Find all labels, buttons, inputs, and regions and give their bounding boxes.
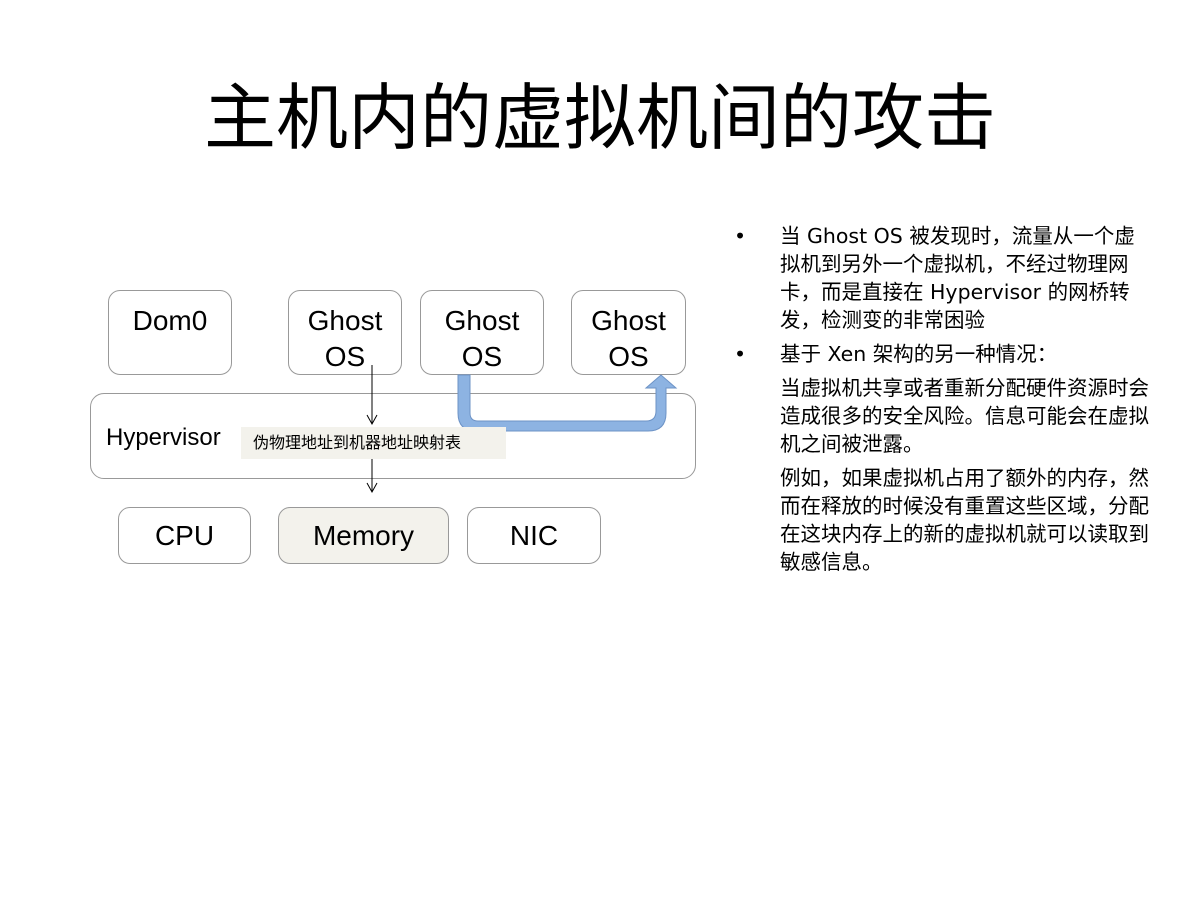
ghost-os-label: Ghost OS <box>307 305 383 372</box>
memory-box: Memory <box>278 507 449 564</box>
hypervisor-label: Hypervisor <box>106 424 221 451</box>
vm-to-vm-flow-arrow <box>457 374 678 432</box>
cpu-box: CPU <box>118 507 251 564</box>
bullet-list: • 当 Ghost OS 被发现时，流量从一个虚拟机到另外一个虚拟机，不经过物理网… <box>730 222 1150 576</box>
memory-label: Memory <box>312 519 415 551</box>
dom0-label: Dom0 <box>132 305 208 336</box>
slide-title: 主机内的虚拟机间的攻击 <box>203 76 996 160</box>
bullet-text: 当 Ghost OS 被发现时，流量从一个虚拟机到另外一个虚拟机，不经过物理网卡… <box>780 224 1135 332</box>
nic-label: NIC <box>509 519 559 551</box>
ghost-os-box-2: Ghost OS <box>420 290 544 375</box>
cpu-label: CPU <box>154 519 215 551</box>
ghost-os-box-3: Ghost OS <box>571 290 686 375</box>
bullet-item: • 当 Ghost OS 被发现时，流量从一个虚拟机到另外一个虚拟机，不经过物理网… <box>730 222 1150 334</box>
ghost-os-label: Ghost OS <box>444 305 520 372</box>
bullet-dot-icon: • <box>734 342 747 366</box>
bullet-dot-icon: • <box>734 224 747 248</box>
bullet-text: 基于 Xen 架构的另一种情况： <box>780 342 1058 366</box>
sub-paragraph: 例如，如果虚拟机占用了额外的内存，然而在释放的时候没有重置这些区域，分配在这块内… <box>780 466 1149 574</box>
address-mapping-table-label: 伪物理地址到机器地址映射表 <box>241 427 506 459</box>
memory-access-arrow <box>366 365 378 494</box>
dom0-box: Dom0 <box>108 290 232 375</box>
bullet-item: • 基于 Xen 架构的另一种情况： <box>730 340 1150 368</box>
ghost-os-label: Ghost OS <box>591 305 666 372</box>
hypervisor-box <box>90 393 696 479</box>
nic-box: NIC <box>467 507 601 564</box>
sub-paragraph: 当虚拟机共享或者重新分配硬件资源时会造成很多的安全风险。信息可能会在虚拟机之间被… <box>780 376 1149 456</box>
ghost-os-box-1: Ghost OS <box>288 290 402 375</box>
